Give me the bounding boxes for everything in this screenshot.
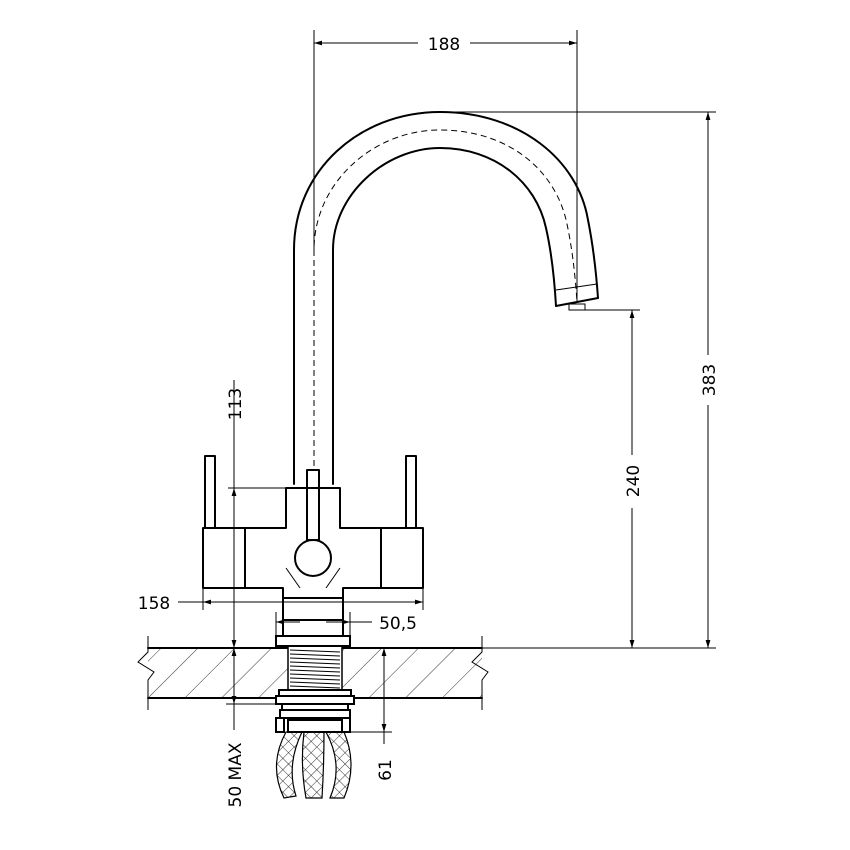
dim-outlet-height: 240 — [585, 309, 644, 648]
dim-label-158: 158 — [138, 594, 170, 614]
flex-hoses — [275, 731, 352, 799]
handles — [204, 455, 417, 541]
dim-label-383: 383 — [700, 364, 720, 396]
dim-base-width: 50,5 — [275, 612, 417, 636]
dim-handle-height: 113 — [226, 380, 286, 648]
threaded-shank — [275, 645, 355, 733]
dim-label-188: 188 — [428, 35, 460, 55]
thread-line — [289, 677, 341, 681]
dim-label-113: 113 — [226, 388, 246, 420]
dim-handle-span: 158 — [138, 588, 424, 614]
dim-total-height: 383 — [440, 111, 720, 648]
thread-line — [289, 653, 341, 657]
thread-line — [289, 685, 341, 689]
thread-line — [289, 661, 341, 665]
thread-line — [289, 669, 341, 673]
spout — [293, 111, 599, 485]
faucet-body — [202, 487, 424, 599]
thread-line — [289, 649, 341, 653]
dim-spout-reach: 188 — [313, 30, 578, 302]
dim-label-50-5: 50,5 — [379, 614, 417, 634]
dim-label-50-max: 50 MAX — [226, 742, 246, 807]
thread-line — [289, 665, 341, 669]
dim-label-61: 61 — [376, 759, 396, 781]
dim-max-thickness: 50 MAX — [226, 648, 288, 807]
countertop-section — [137, 636, 716, 710]
thread-line — [289, 673, 341, 677]
dim-label-240: 240 — [624, 465, 644, 497]
thread-line — [289, 681, 341, 685]
thread-line — [289, 657, 341, 661]
dim-shank-length: 61 — [342, 648, 396, 781]
